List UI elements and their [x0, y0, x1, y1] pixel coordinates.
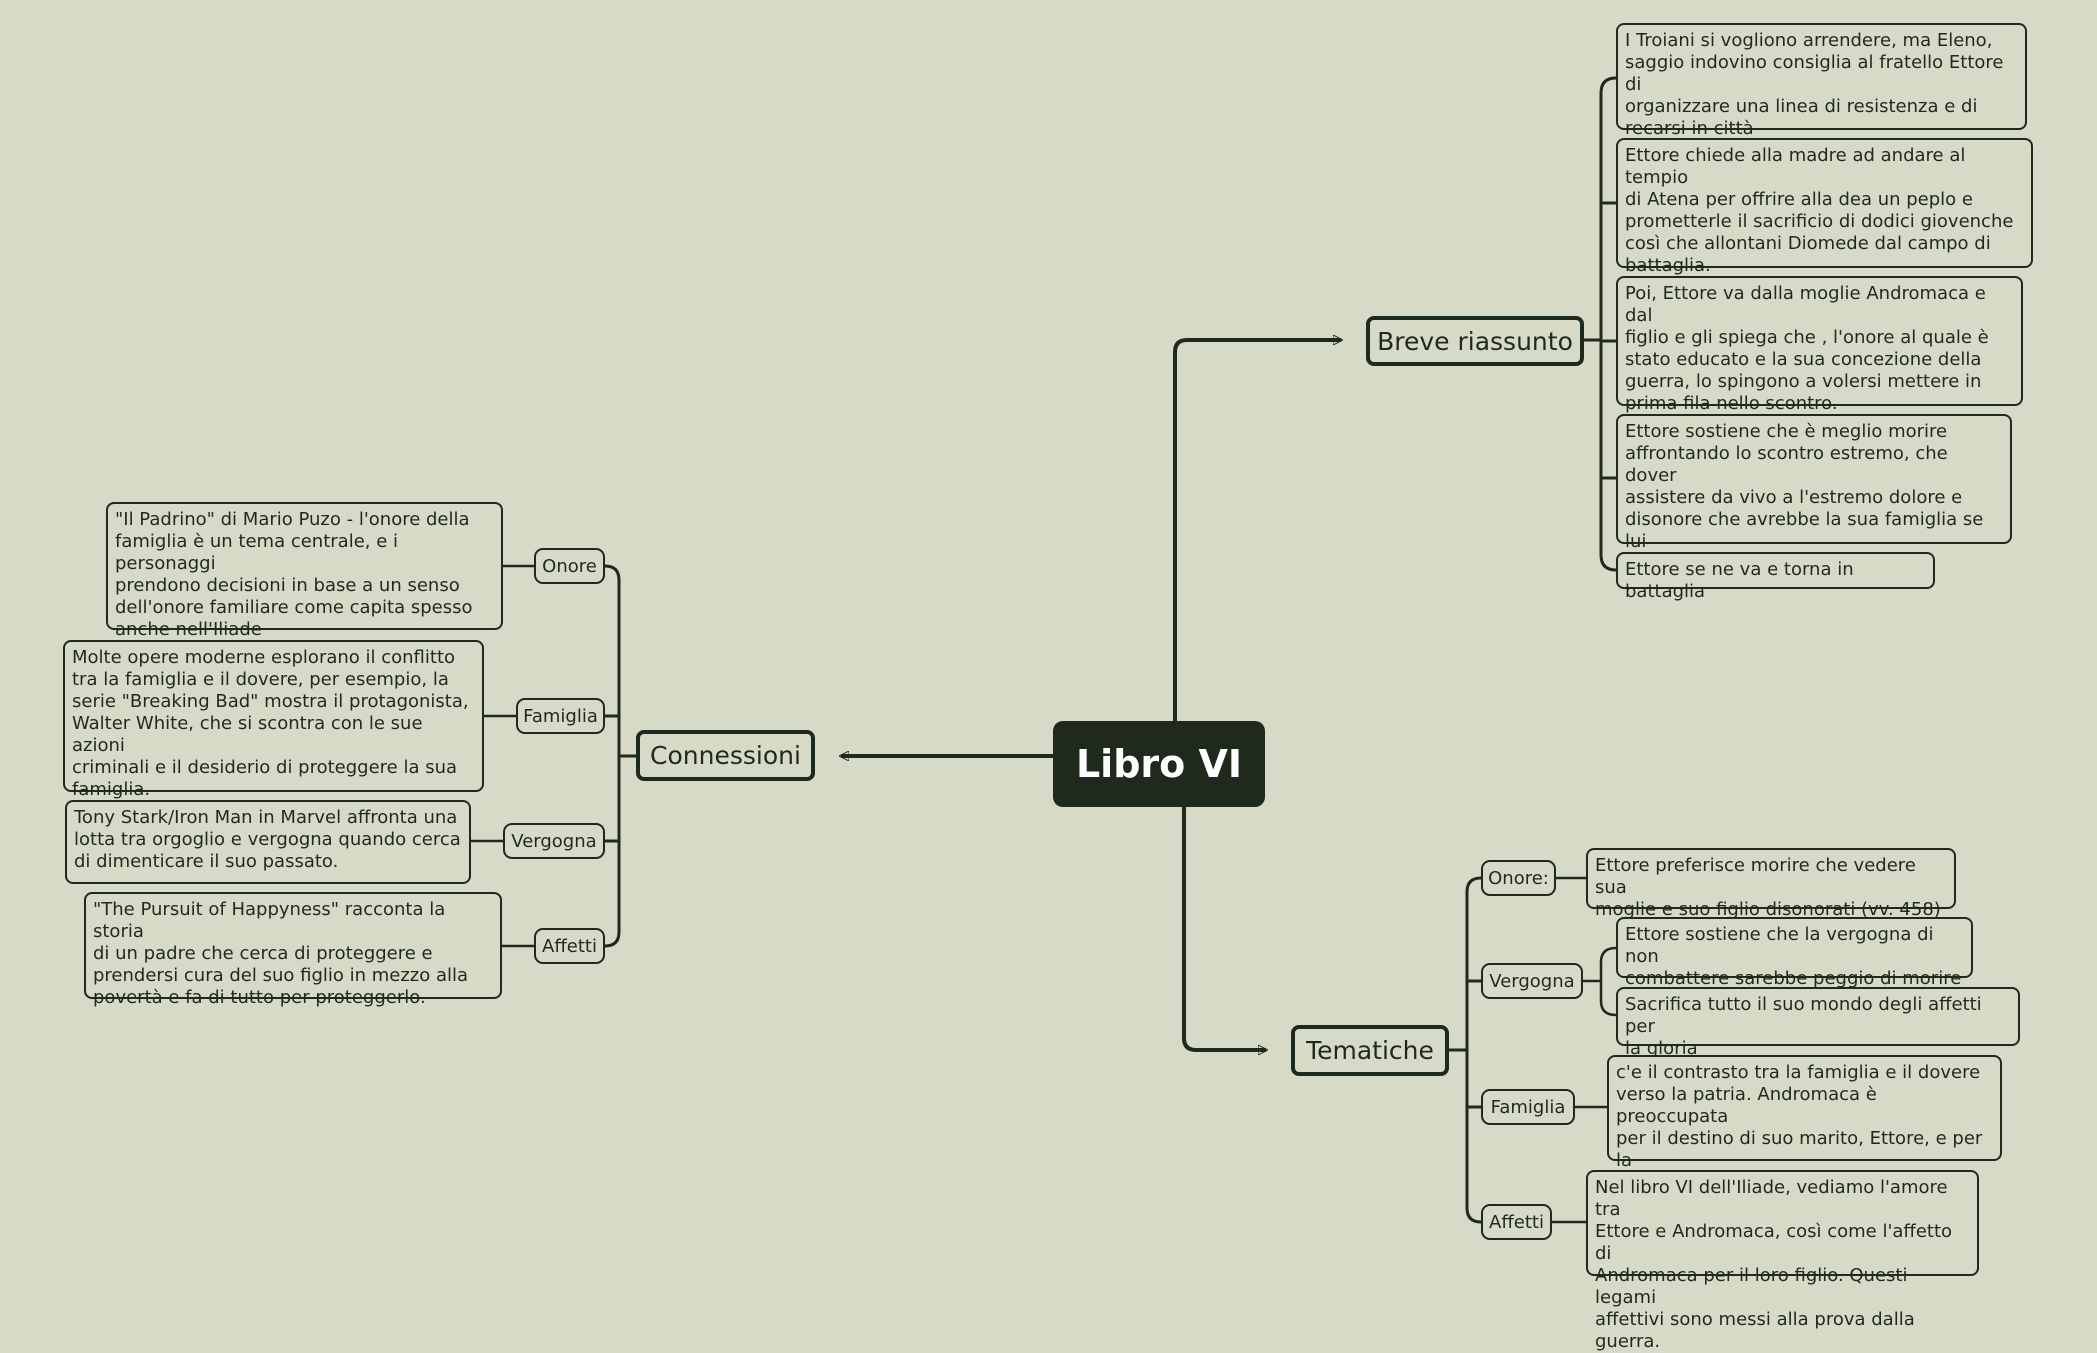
link-tematiche-bracket: [1449, 876, 1482, 1224]
conn-topic-onore[interactable]: Onore: [534, 548, 605, 584]
connector-lines: [470, 76, 1617, 1224]
topic-breve-riassunto[interactable]: Breve riassunto: [1366, 316, 1584, 366]
conn-topic-famiglia[interactable]: Famiglia: [516, 698, 605, 734]
link-connessioni-bracket: [604, 564, 636, 948]
tem-leaf-affetti[interactable]: Nel libro VI dell'Iliade, vediamo l'amor…: [1586, 1170, 1979, 1352]
breve-item-1[interactable]: I Troiani si vogliono arrendere, ma Elen…: [1616, 23, 2027, 139]
tem-leaf-vergogna-1[interactable]: Ettore sostiene che la vergogna di non c…: [1616, 917, 1973, 989]
tem-topic-affetti[interactable]: Affetti: [1481, 1204, 1552, 1240]
breve-item-4[interactable]: Ettore sostiene che è meglio morire affr…: [1616, 414, 2012, 574]
link-tem-leaves: [1552, 876, 1617, 1224]
tem-leaf-famiglia[interactable]: c'e il contrasto tra la famiglia e il do…: [1607, 1055, 2002, 1193]
link-conn-leaves: [470, 564, 534, 948]
breve-item-5[interactable]: Ettore se ne va e torna in battaglia: [1616, 552, 1935, 602]
conn-leaf-vergogna[interactable]: Tony Stark/Iron Man in Marvel affronta u…: [65, 800, 471, 884]
link-root-tematiche: [1182, 807, 1266, 1050]
tem-topic-famiglia[interactable]: Famiglia: [1481, 1089, 1575, 1125]
tem-topic-onore[interactable]: Onore:: [1481, 860, 1556, 896]
tem-leaf-onore[interactable]: Ettore preferisce morire che vedere sua …: [1586, 848, 1956, 920]
topic-connessioni[interactable]: Connessioni: [636, 730, 815, 781]
link-breve-bracket: [1584, 76, 1617, 572]
conn-leaf-affetti[interactable]: "The Pursuit of Happyness" racconta la s…: [84, 892, 502, 1008]
root-node[interactable]: Libro VI: [1053, 721, 1265, 807]
topic-tematiche[interactable]: Tematiche: [1291, 1025, 1449, 1076]
conn-topic-vergogna[interactable]: Vergogna: [503, 823, 605, 859]
breve-item-3[interactable]: Poi, Ettore va dalla moglie Andromaca e …: [1616, 276, 2023, 414]
link-root-breve: [1173, 340, 1341, 721]
conn-leaf-onore[interactable]: "Il Padrino" di Mario Puzo - l'onore del…: [106, 502, 503, 640]
conn-topic-affetti[interactable]: Affetti: [534, 928, 605, 964]
conn-leaf-famiglia[interactable]: Molte opere moderne esplorano il conflit…: [63, 640, 484, 800]
tem-leaf-vergogna-2[interactable]: Sacrifica tutto il suo mondo degli affet…: [1616, 987, 2020, 1059]
tem-topic-vergogna[interactable]: Vergogna: [1481, 963, 1583, 999]
breve-item-2[interactable]: Ettore chiede alla madre ad andare al te…: [1616, 138, 2033, 276]
